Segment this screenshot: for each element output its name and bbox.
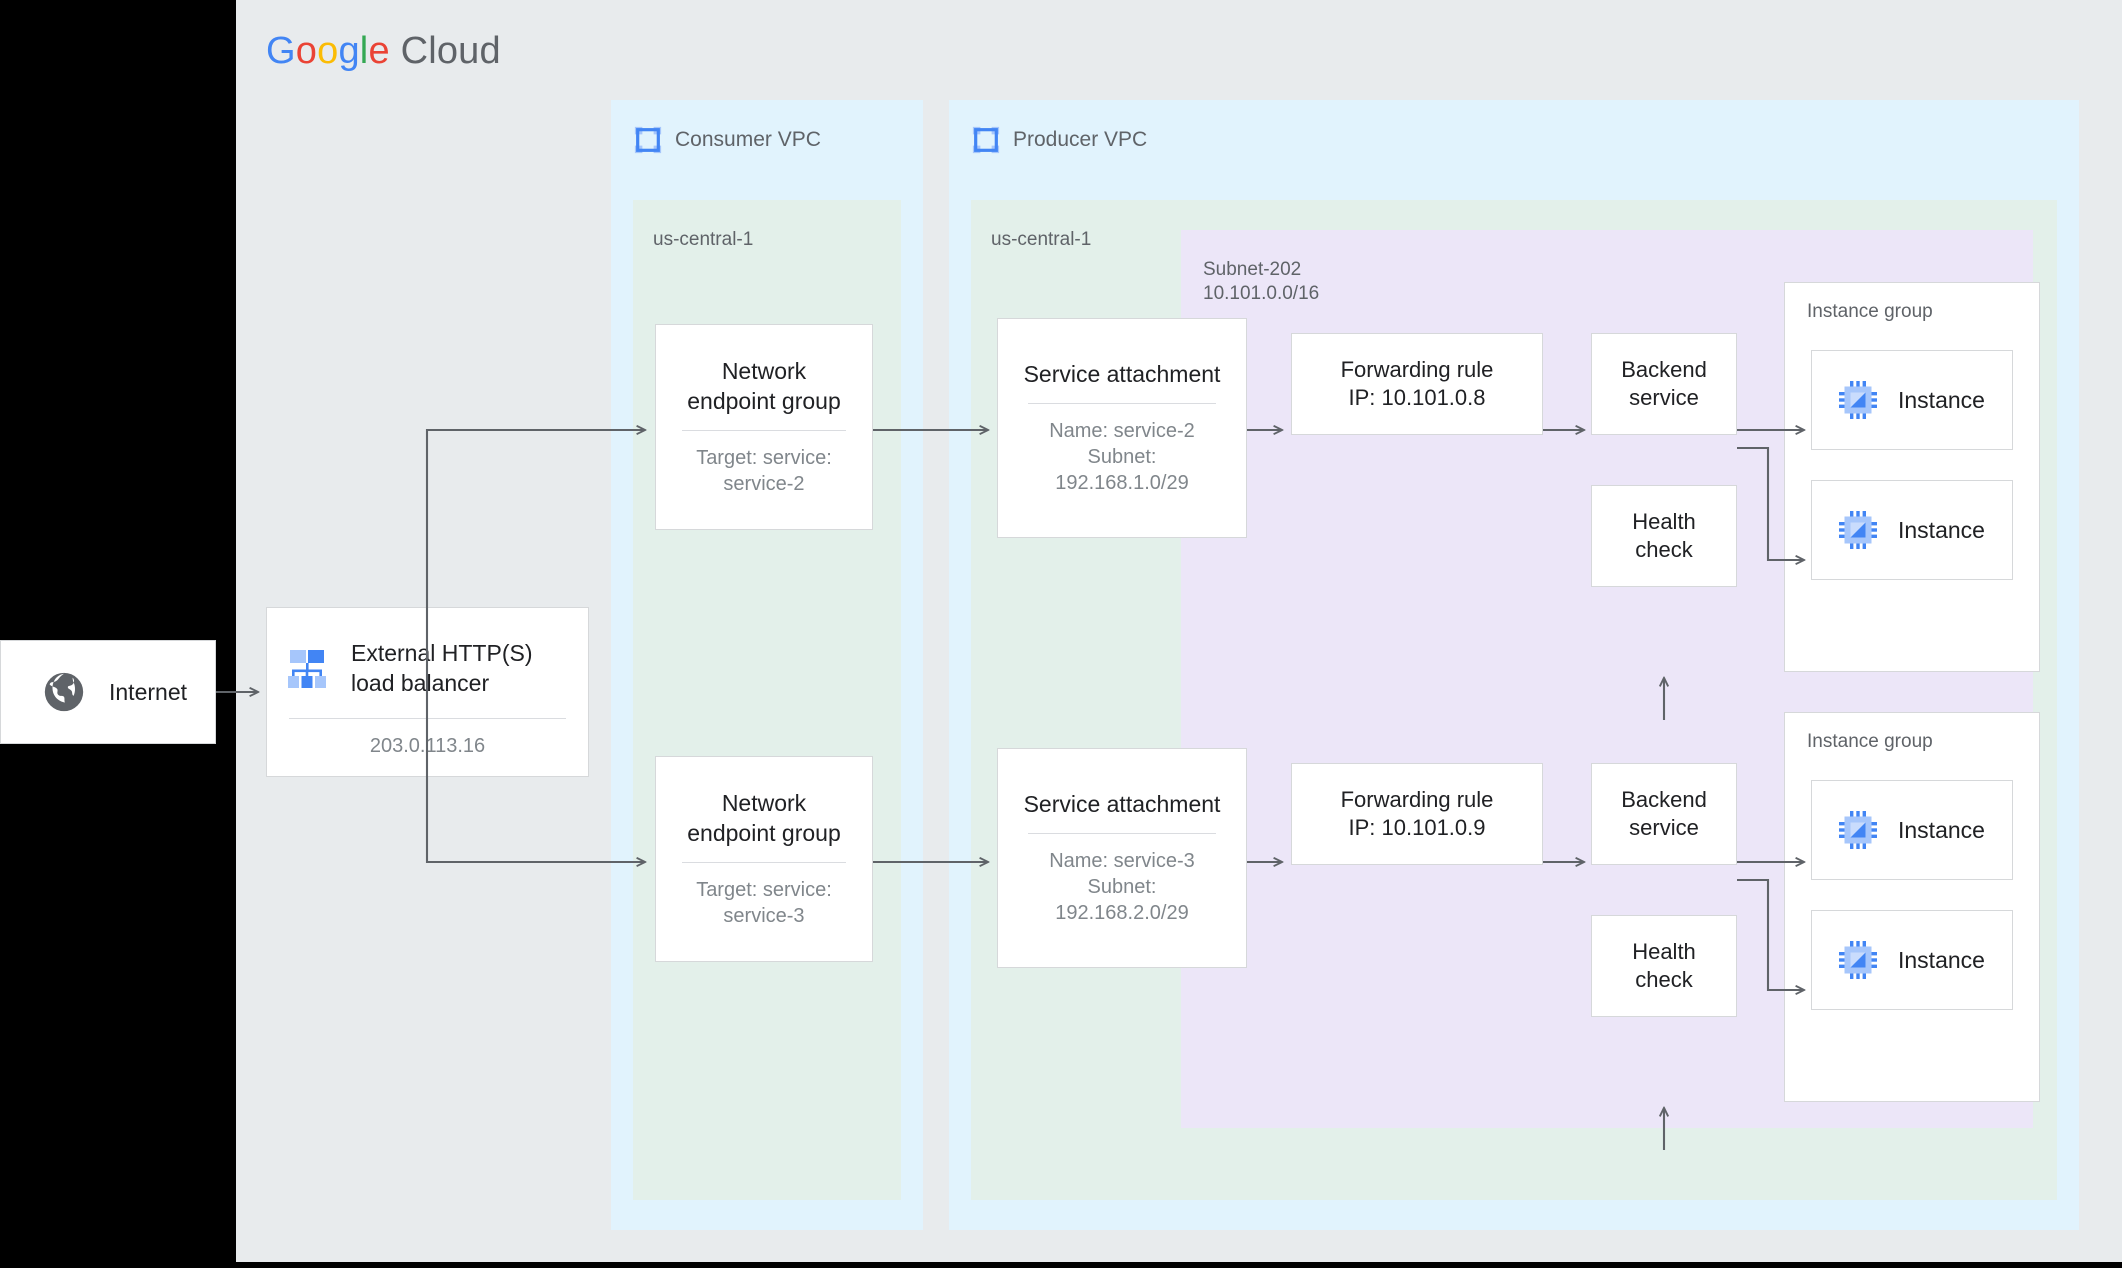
consumer-vpc-title: Consumer VPC [675, 128, 821, 151]
instance-group-1: Instance group [1784, 282, 2040, 672]
instance-2b: Instance [1811, 910, 2013, 1010]
load-balancer-node: External HTTP(S) load balancer 203.0.113… [266, 607, 589, 777]
network-endpoint-group-2: Network endpoint group Target: service: … [655, 756, 873, 962]
instance-1b-label: Instance [1898, 516, 1985, 543]
producer-region-label: us-central-1 [991, 229, 1092, 250]
instance-icon [1839, 511, 1877, 549]
instance-2b-label: Instance [1898, 946, 1985, 973]
service-attachment-1: Service attachment Name: service-2 Subne… [997, 318, 1247, 538]
neg-1-divider [681, 429, 847, 431]
forwarding-rule-2: Forwarding rule IP: 10.101.0.9 [1291, 763, 1543, 865]
forwarding-rule-1: Forwarding rule IP: 10.101.0.8 [1291, 333, 1543, 435]
instance-group-2: Instance group [1784, 712, 2040, 1102]
subnet-202-label: Subnet-202 10.101.0.0/16 [1203, 259, 1320, 304]
instance-2a: Instance [1811, 780, 2013, 880]
backend-service-2: Backend service [1591, 763, 1737, 865]
health-check-2: Health check [1591, 915, 1737, 1017]
load-balancer-ip: 203.0.113.16 [369, 735, 486, 757]
neg-1-subtitle: Target: service: service-2 [696, 446, 832, 495]
backend-service-1-label: Backend service [1621, 356, 1707, 410]
producer-vpc-header: Producer VPC [971, 125, 1147, 155]
neg-2-divider [681, 861, 847, 863]
instance-icon [1839, 381, 1877, 419]
google-cloud-logo: Google Cloud [266, 30, 501, 73]
forwarding-rule-2-label: Forwarding rule IP: 10.101.0.9 [1340, 786, 1494, 840]
consumer-vpc-header: Consumer VPC [633, 125, 821, 155]
sa-1-divider [1027, 403, 1217, 405]
instance-icon [1839, 811, 1877, 849]
neg-2-subtitle: Target: service: service-3 [696, 878, 832, 927]
backend-service-1: Backend service [1591, 333, 1737, 435]
load-balancer-top: External HTTP(S) load balancer [267, 608, 588, 708]
health-check-1-label: Health check [1632, 508, 1696, 562]
internet-label: Internet [109, 678, 187, 705]
instance-icon [1839, 941, 1877, 979]
load-balancer-title: External HTTP(S) load balancer [351, 640, 533, 696]
backend-service-2-label: Backend service [1621, 786, 1707, 840]
google-wordmark: Google [266, 30, 390, 72]
internet-node: Internet [0, 640, 216, 744]
neg-2-title: Network endpoint group [687, 790, 841, 846]
load-balancer-icon [288, 650, 326, 688]
vpc-icon [634, 126, 662, 154]
health-check-1: Health check [1591, 485, 1737, 587]
consumer-region-label: us-central-1 [653, 229, 754, 250]
vpc-icon [972, 126, 1000, 154]
sa-2-subtitle: Name: service-3 Subnet: 192.168.2.0/29 [1049, 850, 1195, 925]
sa-1-title: Service attachment [1023, 360, 1221, 387]
google-cloud-canvas: Google Cloud Consumer VPC us-central-1 N… [236, 0, 2122, 1262]
health-check-2-label: Health check [1632, 938, 1696, 992]
globe-icon [44, 672, 84, 712]
neg-1-title: Network endpoint group [687, 358, 841, 414]
network-endpoint-group-1: Network endpoint group Target: service: … [655, 324, 873, 530]
sa-1-subtitle: Name: service-2 Subnet: 192.168.1.0/29 [1049, 420, 1195, 495]
instance-1a: Instance [1811, 350, 2013, 450]
producer-vpc-title: Producer VPC [1013, 128, 1148, 151]
forwarding-rule-1-label: Forwarding rule IP: 10.101.0.8 [1340, 356, 1494, 410]
instance-2a-label: Instance [1898, 816, 1985, 843]
instance-group-2-label: Instance group [1807, 731, 1933, 752]
instance-1b: Instance [1811, 480, 2013, 580]
consumer-vpc-panel: Consumer VPC us-central-1 [611, 100, 923, 1230]
sa-2-title: Service attachment [1023, 790, 1221, 817]
cloud-wordmark: Cloud [400, 30, 501, 72]
service-attachment-2: Service attachment Name: service-3 Subne… [997, 748, 1247, 968]
instance-group-1-label: Instance group [1807, 301, 1933, 322]
sa-2-divider [1027, 833, 1217, 835]
instance-1a-label: Instance [1898, 386, 1985, 413]
